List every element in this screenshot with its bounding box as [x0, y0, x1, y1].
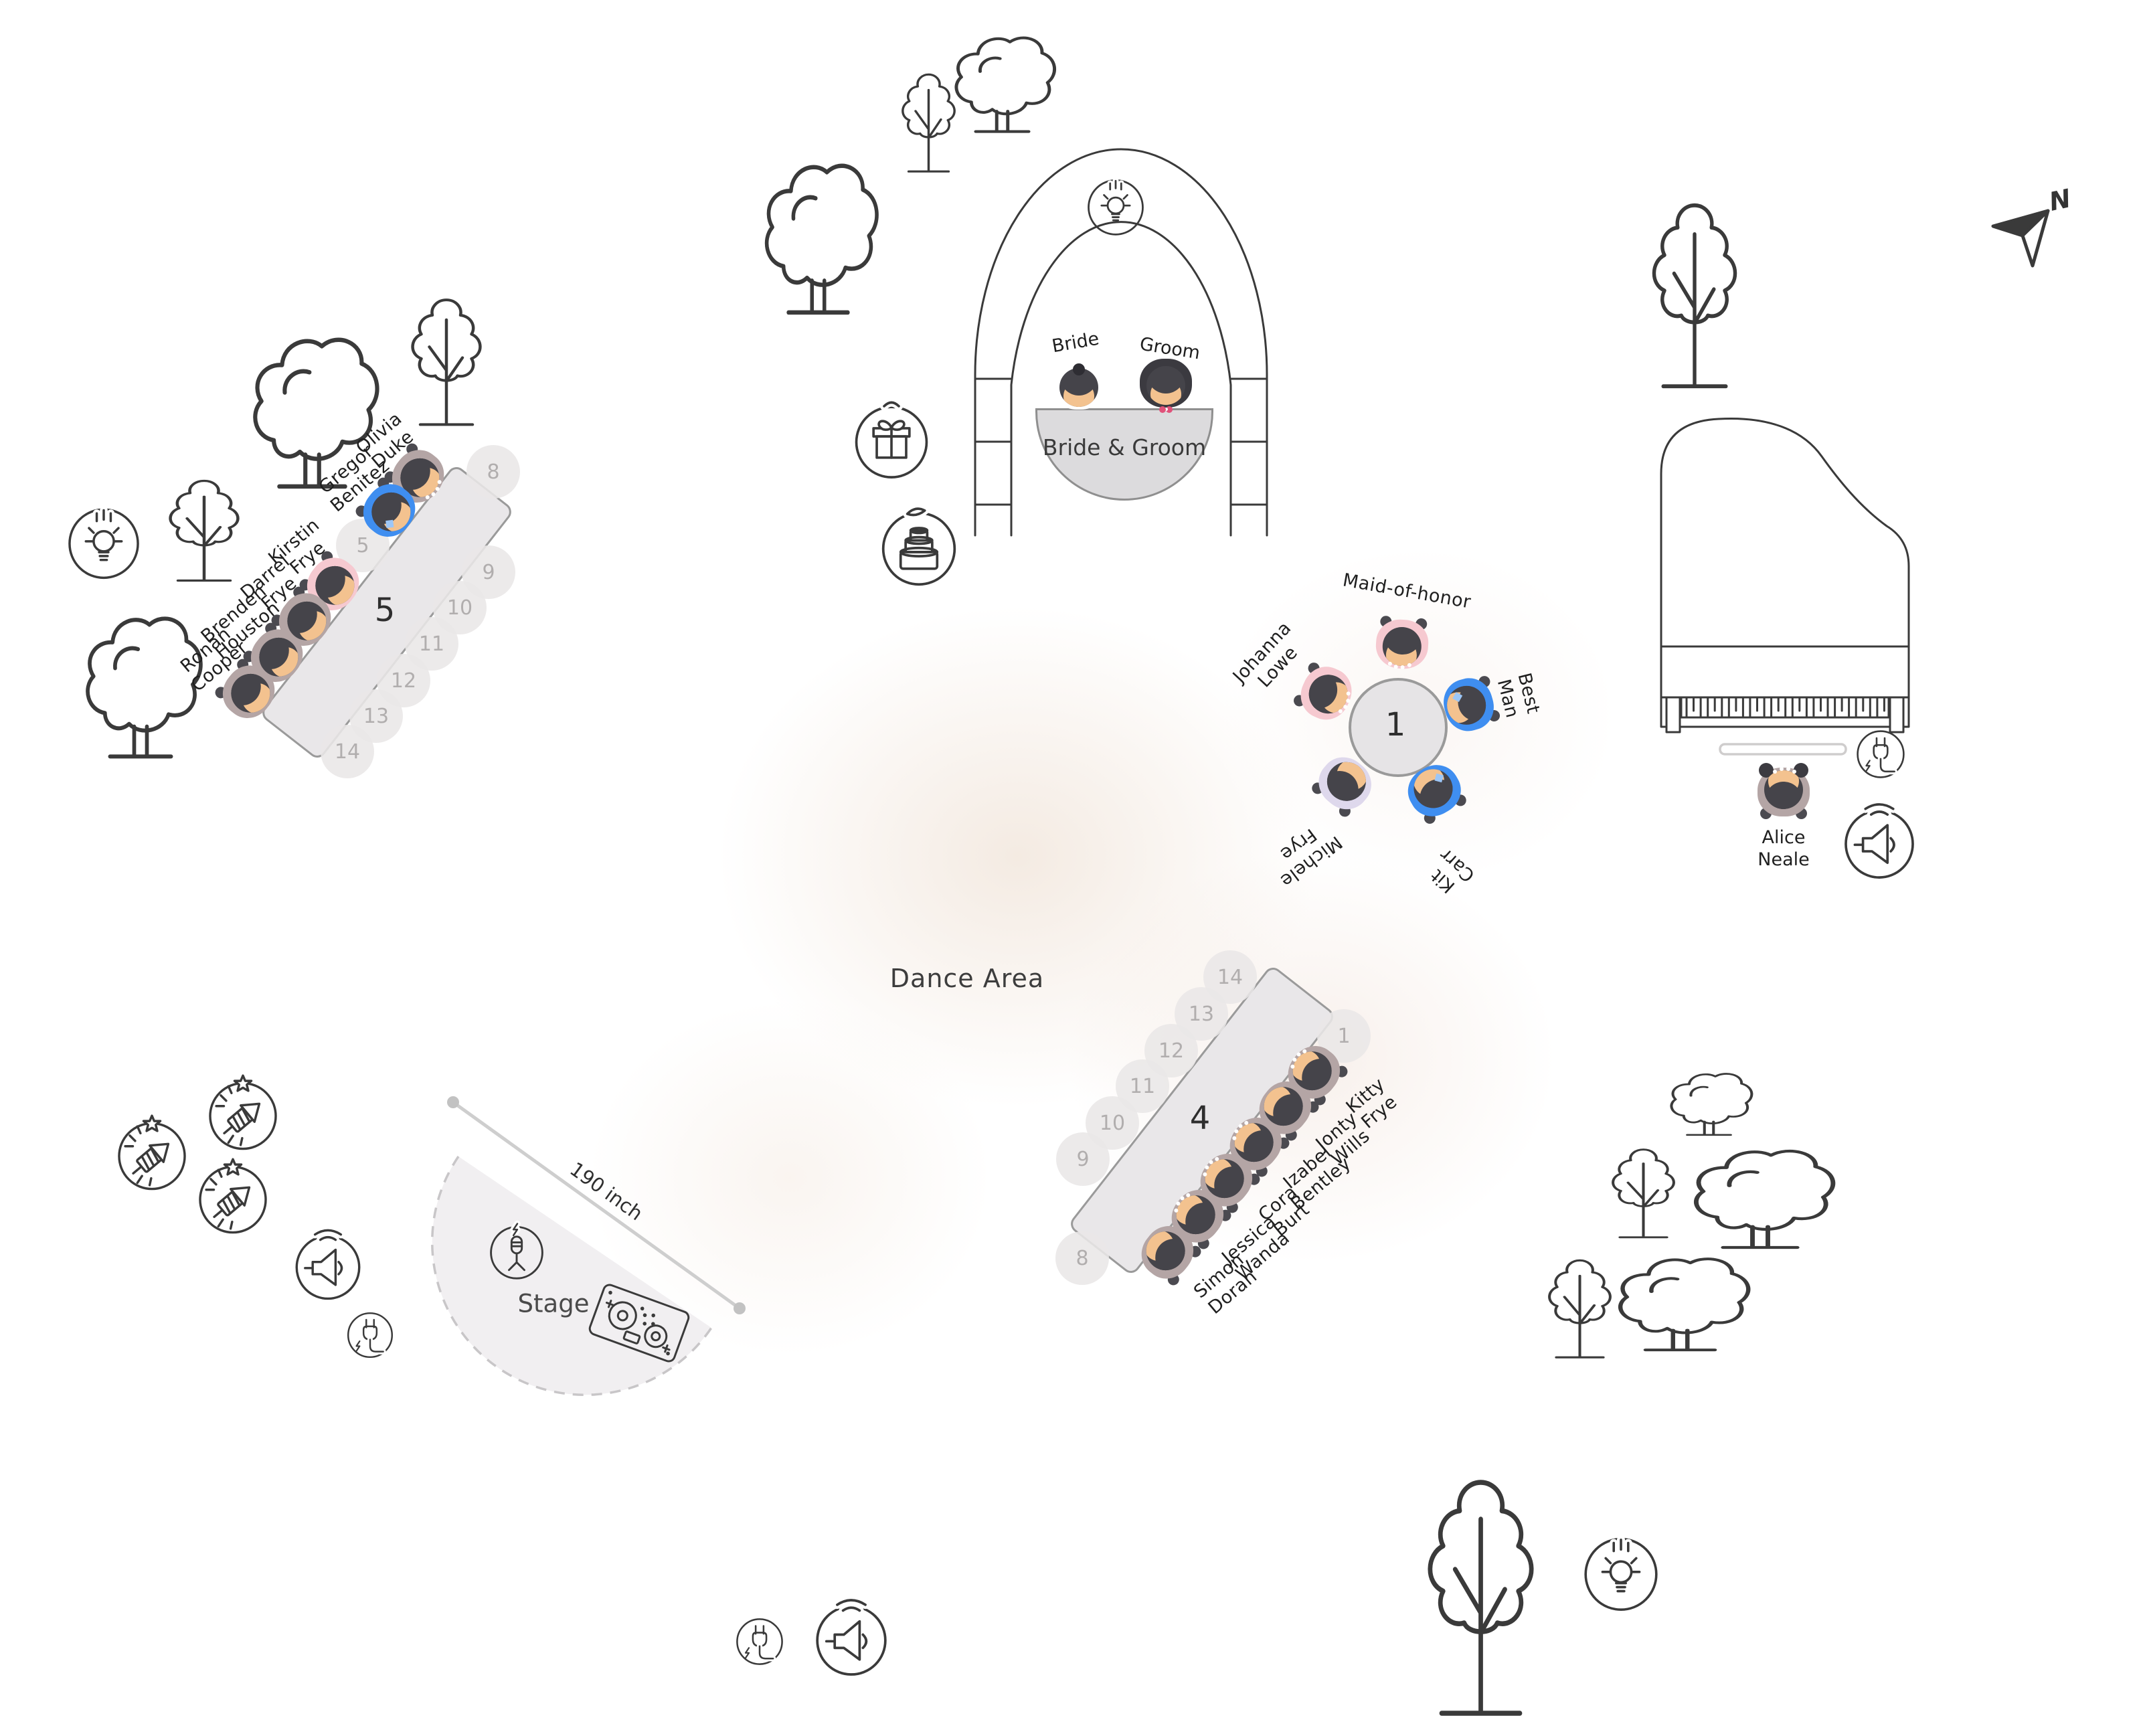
person-head [1146, 366, 1185, 405]
power-plug-icon[interactable] [1858, 731, 1904, 778]
seat-number: 14 [1217, 965, 1244, 989]
pearl-necklace [1755, 764, 1812, 820]
table-4-number: 4 [1189, 1100, 1211, 1137]
wedding-arch[interactable] [974, 148, 1268, 537]
empty-seat-14[interactable]: 14 [321, 725, 374, 778]
lights-icon[interactable] [1585, 1539, 1656, 1610]
dj-controller-icon[interactable] [588, 1283, 691, 1363]
empty-seat-12[interactable]: 12 [377, 654, 430, 707]
seat-number: 5 [356, 533, 369, 557]
empty-seat-8[interactable]: 8 [466, 445, 520, 499]
table-1-number: 1 [1385, 706, 1406, 744]
person-head [1138, 1223, 1193, 1278]
tree-pointy[interactable] [1430, 1482, 1531, 1713]
seat-number: 8 [1076, 1246, 1089, 1270]
fireworks-icon[interactable] [199, 1158, 267, 1234]
seat-number: 12 [1158, 1039, 1185, 1063]
hair-accent [385, 519, 394, 529]
table-5-number: 5 [374, 592, 396, 629]
gift-table-icon[interactable] [857, 402, 927, 477]
power-plug-icon[interactable] [737, 1619, 782, 1664]
guest-figure-bride[interactable] [1051, 357, 1107, 414]
hair-bun-icon [1073, 363, 1085, 375]
dance-area-label: Dance Area [889, 964, 1045, 993]
fireworks-icon[interactable] [118, 1114, 186, 1191]
tree-cloud[interactable] [1671, 1073, 1751, 1134]
tree-cloud[interactable] [1620, 1259, 1748, 1350]
speaker-icon[interactable] [1846, 804, 1913, 877]
lights-icon[interactable] [1089, 180, 1143, 234]
empty-seat-12[interactable]: 12 [1144, 1024, 1198, 1077]
tree-pointy[interactable] [1613, 1150, 1674, 1237]
empty-seat-14[interactable]: 14 [1203, 950, 1257, 1004]
seat-number: 12 [390, 669, 417, 693]
empty-seat-1[interactable]: 1 [1317, 1009, 1371, 1063]
tree-pointy[interactable] [1654, 205, 1735, 386]
seat-number: 1 [1337, 1024, 1351, 1048]
grand-piano[interactable] [1660, 417, 1910, 733]
bow-tie-icon [1159, 406, 1173, 413]
seat-number: 11 [418, 632, 445, 656]
fireworks-icon[interactable] [209, 1074, 277, 1150]
piano-bench[interactable] [1719, 743, 1847, 756]
north-arrow-icon [1991, 209, 2050, 268]
person-hair [1765, 782, 1802, 809]
empty-seat-8[interactable]: 8 [1055, 1231, 1109, 1285]
guest-figure-alice-neale[interactable] [1755, 763, 1812, 820]
power-plug-icon[interactable] [348, 1313, 392, 1357]
tree-cloud[interactable] [767, 166, 877, 313]
seat-number: 10 [446, 596, 473, 620]
seat-number: 9 [1076, 1147, 1090, 1171]
pearl-necklace [1372, 614, 1432, 675]
tree-cloud[interactable] [88, 618, 201, 756]
seat-number: 8 [487, 460, 500, 484]
speaker-icon[interactable] [296, 1230, 359, 1298]
empty-seat-13[interactable]: 13 [1175, 987, 1228, 1041]
empty-seat-9[interactable]: 9 [1056, 1132, 1110, 1186]
seat-number: 14 [334, 740, 361, 764]
seat-number: 11 [1129, 1074, 1156, 1098]
tree-pointy[interactable] [171, 481, 238, 580]
guest-figure-maid-of-honor[interactable] [1372, 614, 1432, 675]
guest-figure-groom[interactable] [1138, 355, 1194, 412]
seat-number: 13 [363, 704, 390, 728]
wedding-cake-icon[interactable] [883, 509, 955, 584]
table-1[interactable] [1349, 678, 1448, 777]
tree-pointy[interactable] [902, 73, 956, 173]
person-head [1764, 770, 1803, 809]
seat-number: 9 [482, 560, 495, 584]
measurement-line[interactable] [447, 1096, 746, 1314]
stage[interactable] [430, 1156, 713, 1396]
pianist-name-label: Alice Neale [1758, 827, 1810, 870]
speaker-icon[interactable] [817, 1600, 885, 1674]
tree-cloud[interactable] [956, 38, 1055, 132]
head-table-label: Bride & Groom [1042, 434, 1207, 460]
seat-number: 13 [1188, 1002, 1215, 1026]
tree-cloud[interactable] [1696, 1151, 1832, 1247]
tree-pointy[interactable] [1549, 1260, 1610, 1357]
tree-pointy[interactable] [413, 300, 481, 424]
seat-number: 10 [1099, 1111, 1126, 1135]
stage-label: Stage [517, 1289, 590, 1318]
lights-icon[interactable] [70, 509, 138, 578]
